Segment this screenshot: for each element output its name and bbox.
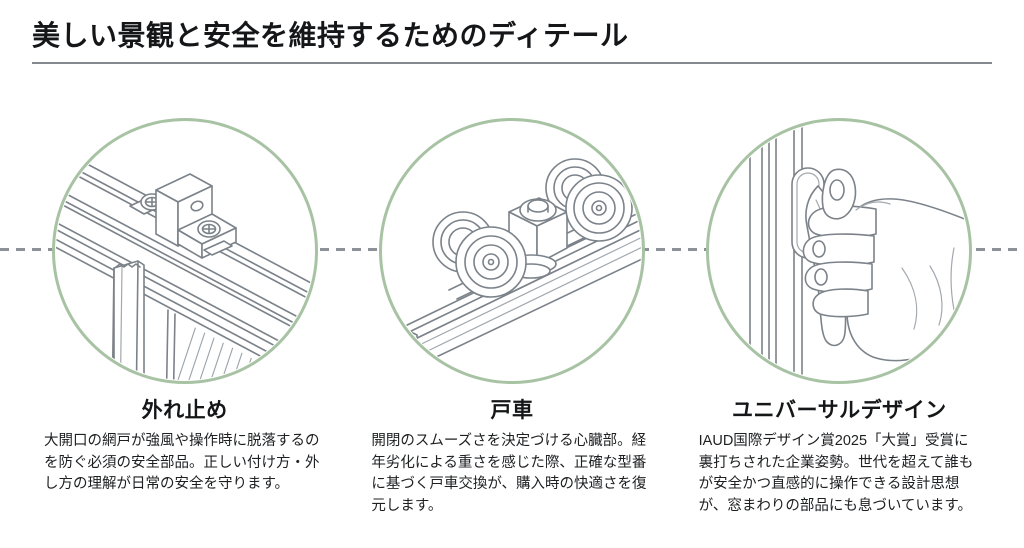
section-description-stopper: 大開口の網戸が強風や操作時に脱落するのを防ぐ必須の安全部品。正しい付け方・外し方… <box>44 433 320 493</box>
page-title: 美しい景観と安全を維持するためのディテール <box>32 20 629 51</box>
section-label-universal-design: ユニバーサルデザイン <box>732 399 947 422</box>
screen-stopper-illustration-icon <box>55 139 314 380</box>
feature-circle-universal-design <box>706 118 973 384</box>
title-underline <box>32 62 992 65</box>
feature-column-roller: 戸車 開閉のスムーズさを決定づける心臓部。経年劣化による重さを感じた際、正確な型… <box>371 118 652 517</box>
feature-circle-roller <box>378 118 645 384</box>
header: 美しい景観と安全を維持するためのディテール <box>32 18 992 65</box>
section-label-roller: 戸車 <box>490 399 534 422</box>
feature-column-stopper: 外れ止め 大開口の網戸が強風や操作時に脱落するのを防ぐ必須の安全部品。正しい付け… <box>44 118 325 517</box>
universal-design-handle-illustration-icon <box>749 122 969 380</box>
feature-columns: 外れ止め 大開口の網戸が強風や操作時に脱落するのを防ぐ必須の安全部品。正しい付け… <box>44 118 980 517</box>
door-roller-illustration-icon <box>400 158 641 380</box>
feature-column-universal-design: ユニバーサルデザイン IAUD国際デザイン賞2025「大賞」受賞に裏打ちされた企… <box>699 118 980 517</box>
feature-circle-stopper <box>51 118 318 384</box>
section-description-universal-design: IAUD国際デザイン賞2025「大賞」受賞に裏打ちされた企業姿勢。世代を超えて誰… <box>698 433 974 514</box>
section-label-stopper: 外れ止め <box>141 399 228 422</box>
section-description-roller: 開閉のスムーズさを決定づける心臓部。経年劣化による重さを感じた際、正確な型番に基… <box>371 433 647 514</box>
